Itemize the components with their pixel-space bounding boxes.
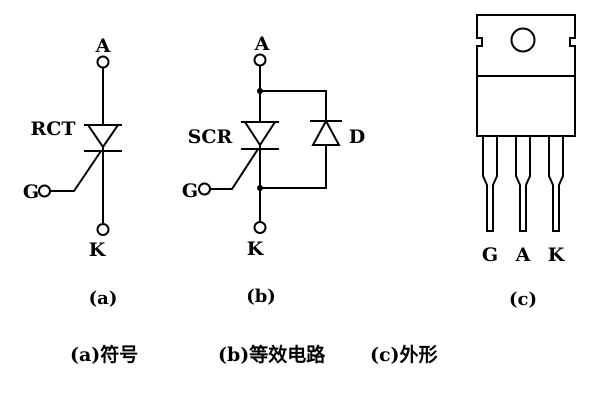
- symbol-terminal-g-label: G: [23, 181, 39, 203]
- package-pin-g-label: G: [482, 244, 498, 266]
- package-pin-k: [548, 135, 564, 232]
- symbol-thyristor-triangle: [86, 124, 120, 149]
- equiv-diode-top-wire: [260, 90, 327, 121]
- symbol-device-label: RCT: [30, 118, 75, 140]
- equiv-scr-triangle: [243, 121, 277, 147]
- symbol-caption: (a): [89, 288, 118, 309]
- symbol-terminal-a-label: A: [95, 35, 111, 57]
- package-pin-g: [482, 135, 498, 232]
- equiv-diode-label: D: [349, 126, 365, 148]
- equiv-gate-wire: [210, 148, 259, 190]
- package-pin-k-label: K: [548, 244, 566, 266]
- caption-package-outline: (c)外形: [370, 343, 438, 366]
- caption-equivalent-circuit: (b)等效电路: [218, 343, 326, 366]
- symbol-anode-terminal: [96, 55, 110, 69]
- package-outline: G A K (c): [476, 14, 576, 310]
- equivalent-circuit: A K G SCR D (b): [182, 33, 365, 307]
- equiv-diode-triangle: [311, 118, 341, 146]
- equiv-caption: (b): [246, 286, 276, 307]
- rct-symbol: A K G RCT (a): [23, 35, 122, 309]
- symbol-gate-wire: [50, 150, 102, 192]
- equiv-terminal-k-label: K: [247, 238, 265, 260]
- equiv-gate-terminal: [198, 182, 211, 196]
- equiv-anode-terminal: [253, 53, 267, 67]
- equiv-terminal-a-label: A: [254, 33, 270, 55]
- package-mounting-hole: [510, 27, 536, 53]
- symbol-gate-terminal: [38, 184, 51, 198]
- symbol-cathode-terminal: [96, 223, 110, 236]
- symbol-terminal-k-label: K: [89, 239, 107, 261]
- equiv-scr-label: SCR: [188, 126, 233, 148]
- equiv-cathode-terminal: [253, 221, 267, 234]
- equiv-diode-bottom-wire: [260, 145, 327, 189]
- equiv-terminal-g-label: G: [182, 180, 198, 202]
- package-pin-a-label: A: [515, 244, 531, 266]
- package-pin-a: [515, 135, 531, 232]
- caption-symbol: (a)符号: [70, 343, 138, 366]
- package-caption: (c): [509, 289, 537, 310]
- package-body: [476, 75, 576, 137]
